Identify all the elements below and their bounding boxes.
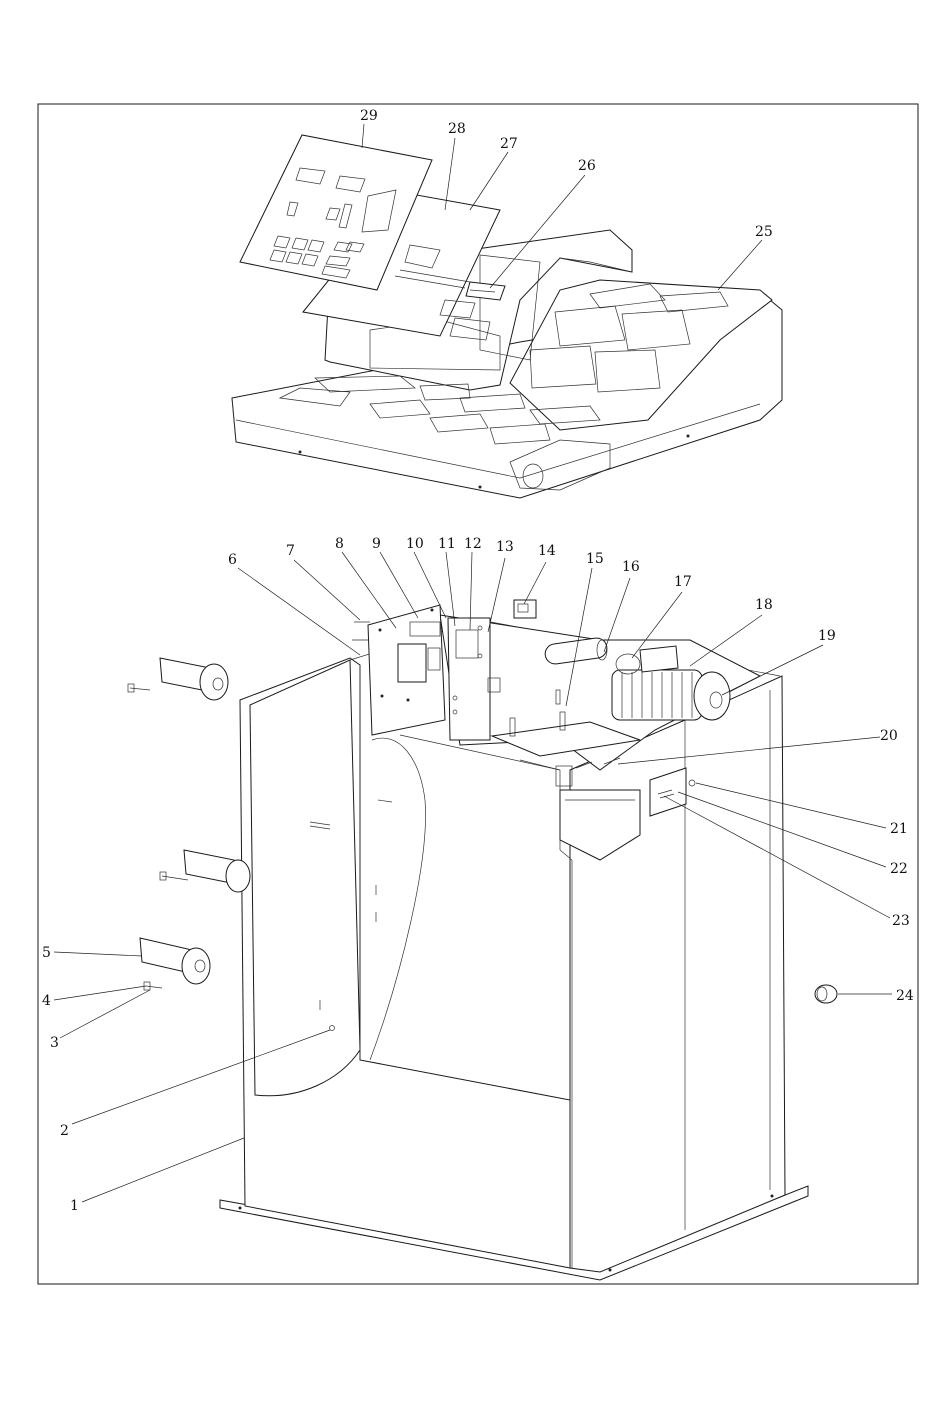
label-7: 7 [286,543,295,559]
label-5: 5 [42,945,51,961]
label-12: 12 [464,536,482,552]
label-22: 22 [890,861,908,877]
label-6: 6 [228,552,237,568]
tool-holder-lower [140,938,210,990]
label-24: 24 [896,988,914,1004]
label-27: 27 [500,136,518,152]
label-10: 10 [406,536,424,552]
label-17: 17 [674,574,692,590]
cable-gland [815,985,837,1003]
label-11: 11 [438,536,456,552]
label-21: 21 [890,821,908,837]
label-3: 3 [50,1035,59,1051]
label-15: 15 [586,551,604,567]
label-2: 2 [60,1123,69,1139]
label-23: 23 [892,913,910,929]
tool-holder-middle [160,850,250,892]
label-25: 25 [755,224,773,240]
label-9: 9 [372,536,381,552]
label-28: 28 [448,121,466,137]
label-20: 20 [880,728,898,744]
label-19: 19 [818,628,836,644]
label-26: 26 [578,158,596,174]
label-4: 4 [42,993,51,1009]
label-29: 29 [360,108,378,124]
label-1: 1 [70,1198,79,1214]
label-18: 18 [755,597,773,613]
label-14: 14 [538,543,556,559]
label-8: 8 [335,536,344,552]
label-13: 13 [496,539,514,555]
power-board-assembly [352,605,500,740]
label-16: 16 [622,559,640,575]
tool-holder-upper [128,658,228,700]
